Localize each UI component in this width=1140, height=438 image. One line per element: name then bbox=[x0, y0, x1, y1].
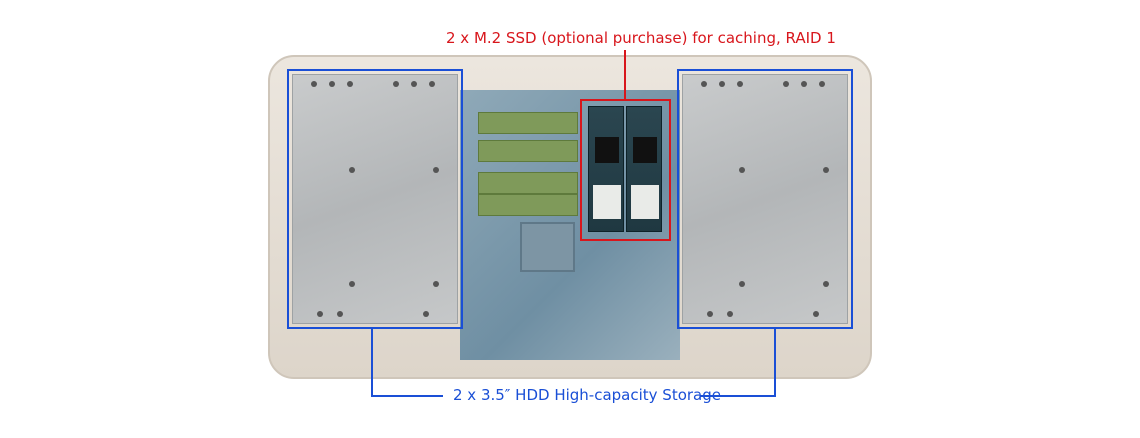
hdd-leader-line-left bbox=[371, 328, 373, 397]
m2-ssd-2 bbox=[626, 106, 662, 232]
m2-ssd-1 bbox=[588, 106, 624, 232]
ssd-annotation-label: 2 x M.2 SSD (optional purchase) for cach… bbox=[446, 29, 836, 47]
hdd-leader-line-right bbox=[774, 328, 776, 397]
ram-module bbox=[478, 112, 578, 134]
cpu-heatsink bbox=[520, 222, 575, 272]
hdd-leader-line-right-h bbox=[700, 395, 776, 397]
hdd-annotation-label: 2 x 3.5″ HDD High-capacity Storage bbox=[453, 386, 722, 404]
hdd-highlight-box-right bbox=[677, 69, 853, 329]
hdd-highlight-box-left bbox=[287, 69, 463, 329]
ssd-highlight-box bbox=[580, 99, 671, 241]
hdd-leader-line-left-h bbox=[371, 395, 443, 397]
hdd-tray-right bbox=[682, 74, 848, 324]
ram-module bbox=[478, 140, 578, 162]
hdd-tray-left bbox=[292, 74, 458, 324]
ram-module bbox=[478, 172, 578, 194]
ssd-leader-line bbox=[624, 50, 626, 100]
ram-module bbox=[478, 194, 578, 216]
